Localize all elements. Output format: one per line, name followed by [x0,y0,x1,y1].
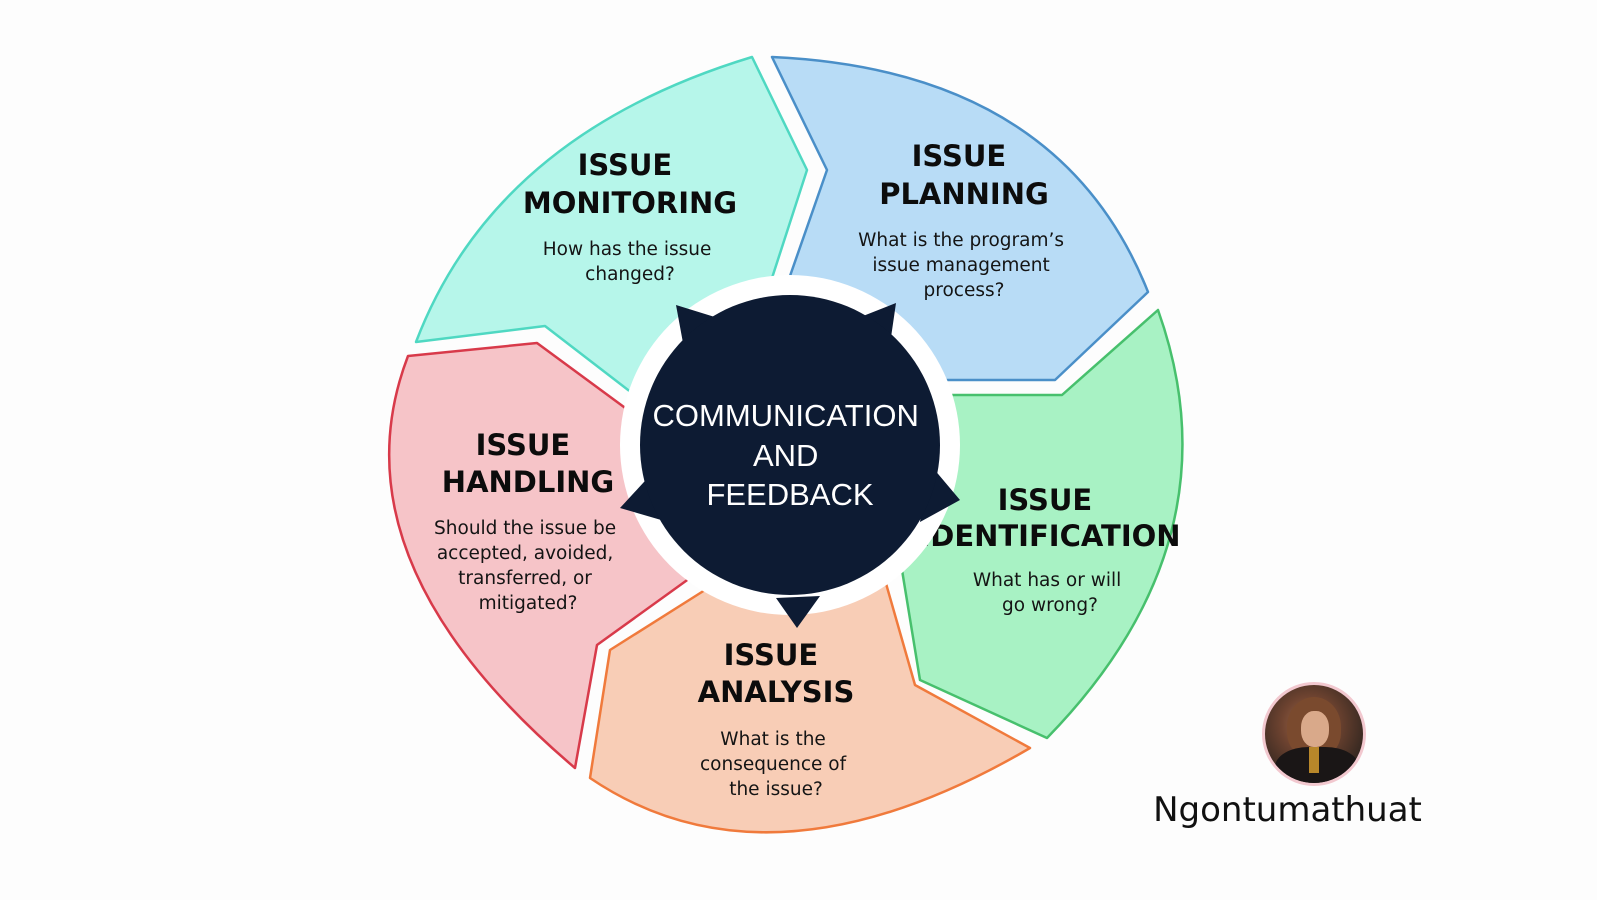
center-line: FEEDBACK [706,477,873,512]
center-hub-circle [640,295,940,595]
question-line: changed? [585,264,675,285]
segment-analysis: ISSUE ANALYSIS What is the consequence o… [588,578,1032,834]
segment-analysis-question: What is the consequence of the issue? [700,729,852,800]
segment-planning-question: What is the program’s issue management p… [858,230,1070,301]
segment-handling-title: ISSUE HANDLING [442,428,614,499]
center-line: COMMUNICATION [653,398,919,433]
title-line: PLANNING [879,177,1049,211]
title-line: IDENTIFICATION [919,519,1180,553]
segment-identification-question: What has or will go wrong? [973,570,1127,616]
question-line: the issue? [729,779,823,800]
segment-analysis-title: ISSUE ANALYSIS [698,638,855,709]
question-line: issue management [872,255,1049,276]
title-line: ISSUE [578,148,673,182]
question-line: What is the [720,729,826,750]
question-line: mitigated? [479,593,578,614]
question-line: What has or will [973,570,1121,591]
question-line: consequence of [700,754,847,775]
title-line: ISSUE [476,428,571,462]
title-line: ANALYSIS [698,675,855,709]
title-line: MONITORING [523,186,737,220]
segment-planning-title: ISSUE PLANNING [879,139,1049,211]
question-line: process? [924,280,1005,301]
title-line: ISSUE [912,139,1007,173]
question-line: accepted, avoided, [437,543,613,564]
title-line: ISSUE [998,483,1093,517]
center-hub: COMMUNICATION AND FEEDBACK [620,275,960,628]
center-hub-label: COMMUNICATION AND FEEDBACK [653,398,928,512]
avatar-photo [1262,682,1366,786]
segment-monitoring-title: ISSUE MONITORING [523,148,737,220]
center-line: AND [753,438,818,473]
question-line: Should the issue be [434,518,616,539]
segment-monitoring-question: How has the issue changed? [543,239,717,285]
title-line: HANDLING [442,465,614,499]
segment-handling: ISSUE HANDLING Should the issue be accep… [388,341,692,770]
segment-identification: ISSUE IDENTIFICATION What has or will go… [900,308,1184,740]
watermark-name: Ngontumathuat [1153,790,1422,830]
title-line: ISSUE [724,638,819,672]
question-line: go wrong? [1002,595,1098,616]
question-line: What is the program’s [858,230,1064,251]
segment-handling-question: Should the issue be accepted, avoided, t… [434,518,622,614]
segment-identification-title: ISSUE IDENTIFICATION [919,483,1180,553]
question-line: How has the issue [543,239,712,260]
question-line: transferred, or [458,568,592,589]
